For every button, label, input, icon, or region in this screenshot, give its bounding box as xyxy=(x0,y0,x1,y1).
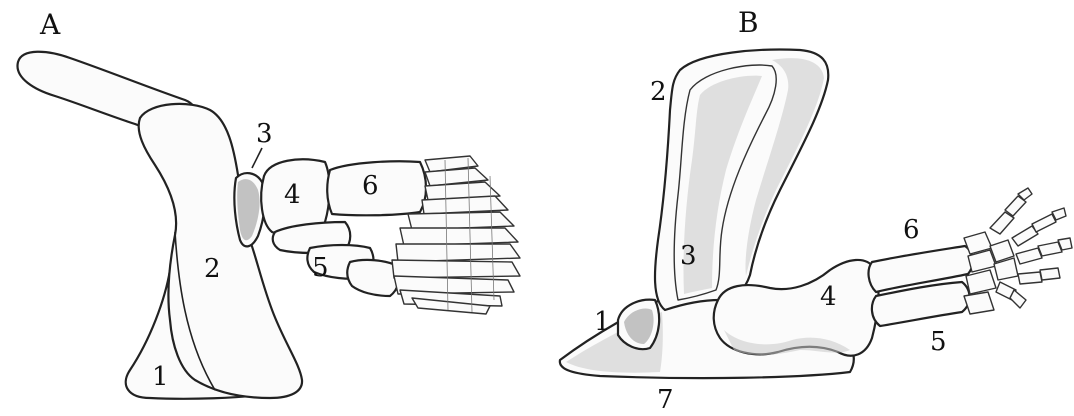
panel-a-label: A xyxy=(39,8,61,41)
panel-a-leader-3 xyxy=(252,148,262,168)
panel-b: B xyxy=(560,6,1072,415)
panel-a-label-1: 1 xyxy=(152,362,169,392)
panel-b-label-7: 7 xyxy=(657,385,674,415)
panel-b-label-3: 3 xyxy=(680,241,697,271)
panel-a-label-5: 5 xyxy=(312,253,329,283)
panel-a-label-4: 4 xyxy=(284,180,301,210)
panel-b-label-4: 4 xyxy=(820,282,837,312)
panel-a-bone-5c xyxy=(347,260,399,296)
panel-b-label-6: 6 xyxy=(903,215,920,245)
panel-b-carpals xyxy=(964,232,1018,314)
panel-a-label-3: 3 xyxy=(256,119,273,149)
panel-b-label: B xyxy=(738,6,759,39)
panel-b-label-5: 5 xyxy=(930,327,947,357)
panel-b-label-2: 2 xyxy=(650,77,667,107)
panel-a-label-6: 6 xyxy=(362,171,379,201)
panel-b-label-1: 1 xyxy=(594,307,611,337)
panel-a-label-2: 2 xyxy=(204,254,221,284)
panel-a: A xyxy=(18,8,520,399)
